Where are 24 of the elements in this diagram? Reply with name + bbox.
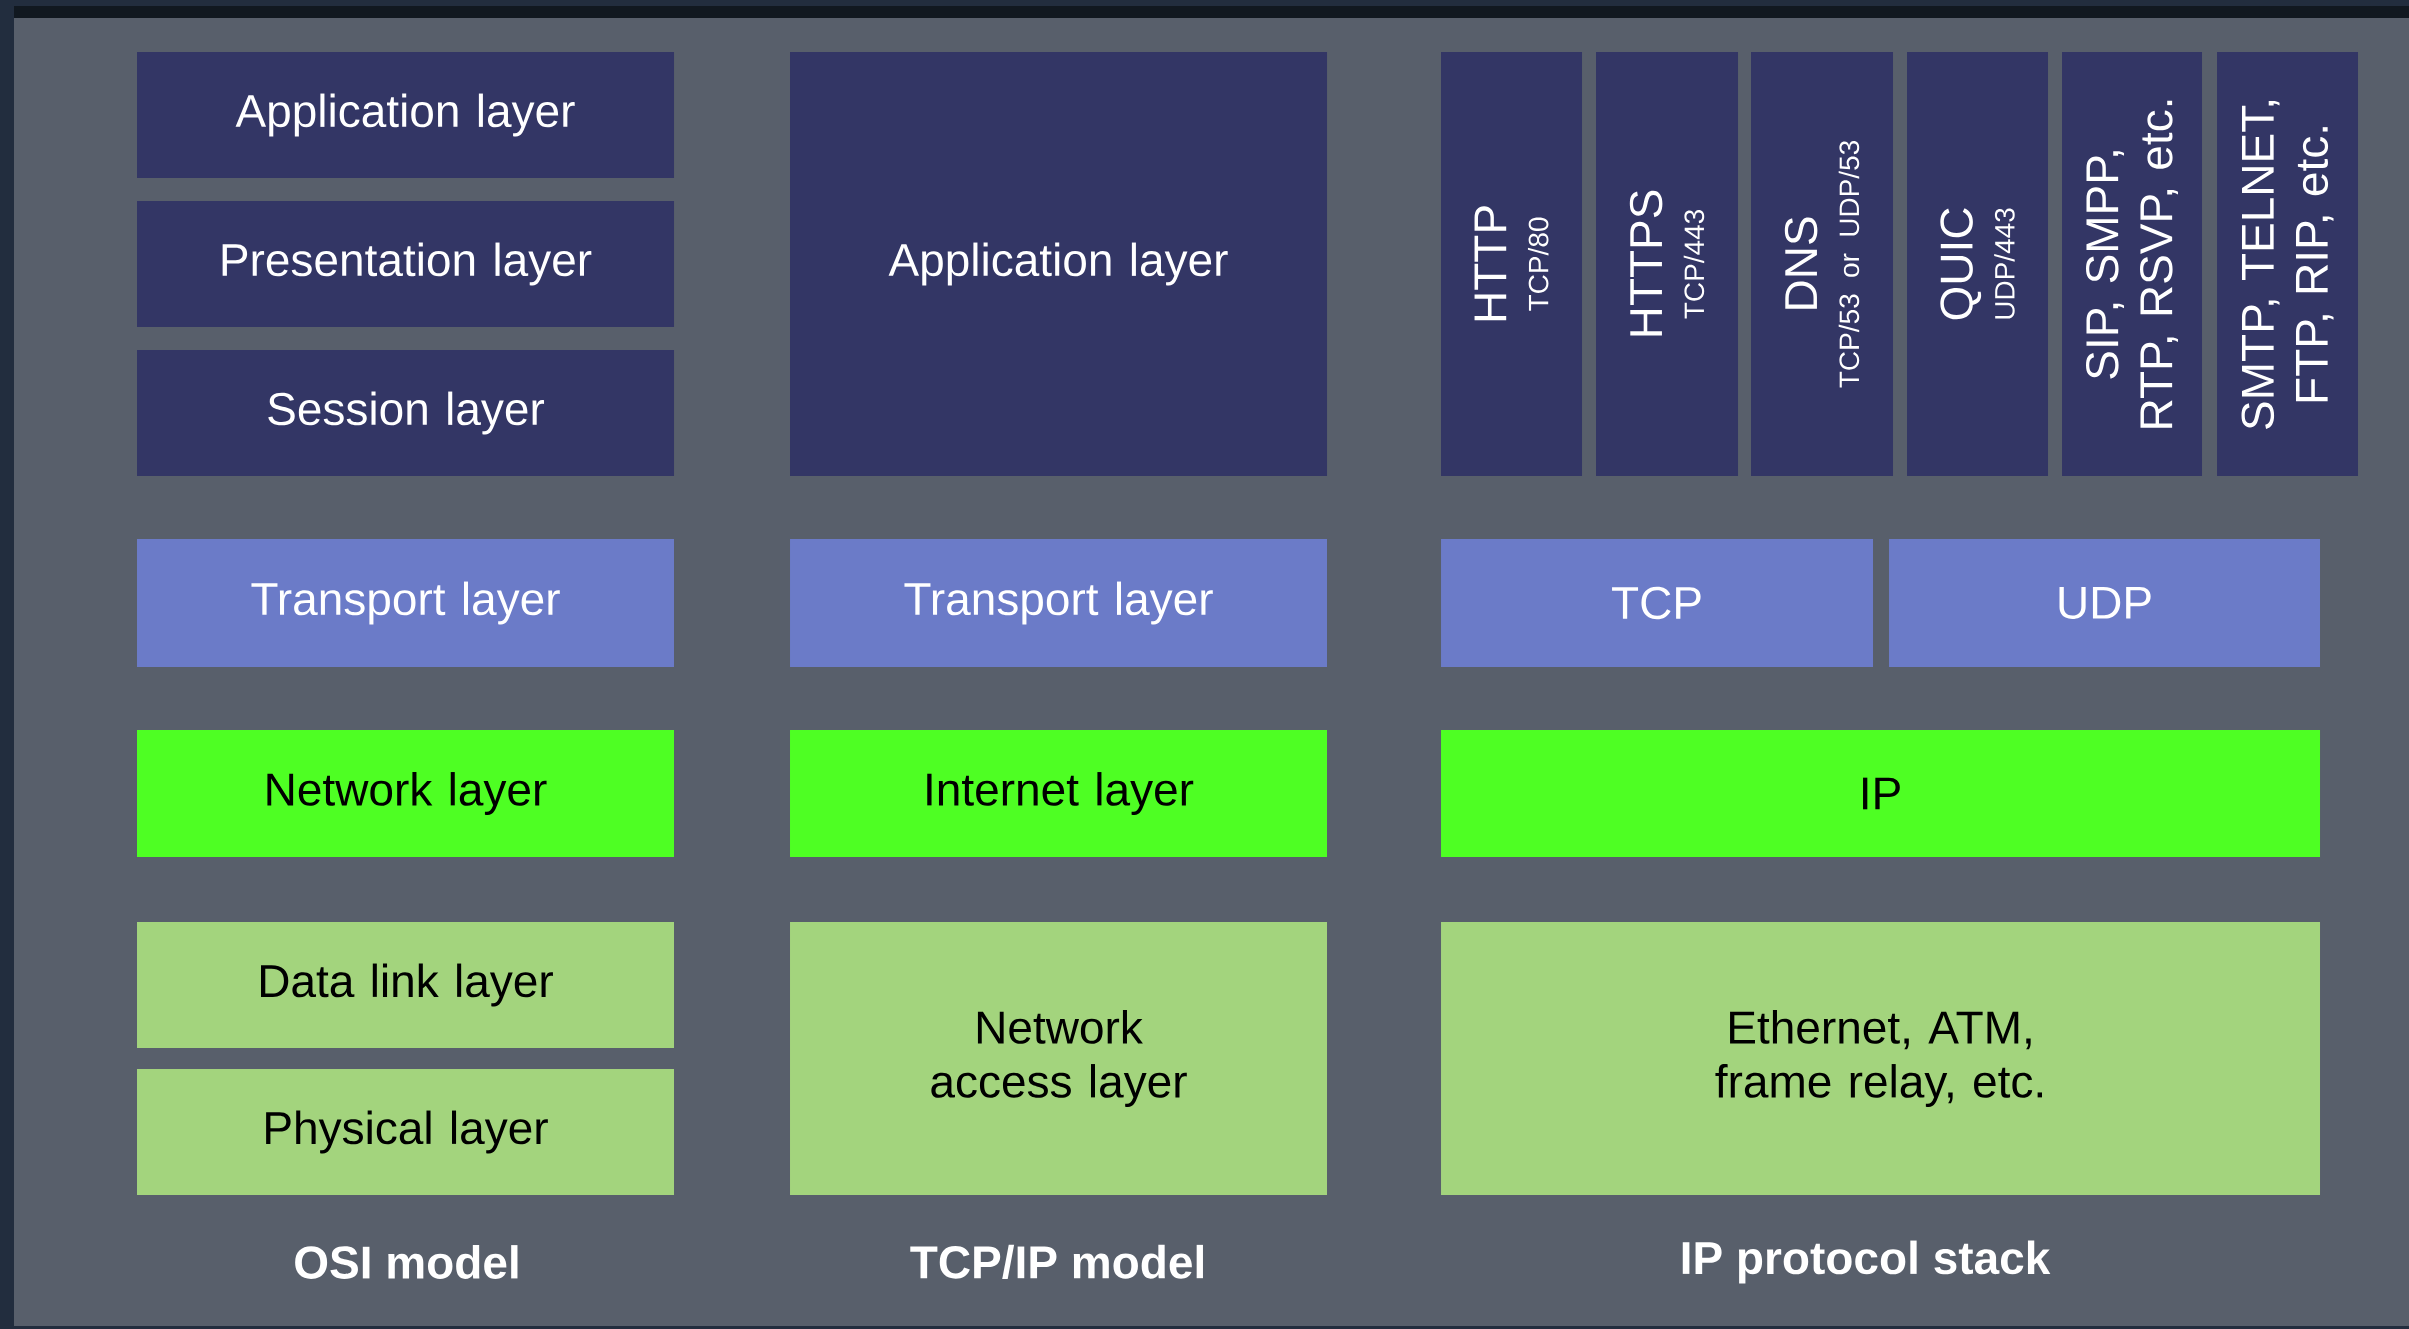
layer-box: Data link layer <box>137 922 674 1048</box>
protocol-box: DNS TCP/53 or UDP/53 <box>1751 52 1893 476</box>
layer-box: IP <box>1441 730 2320 857</box>
layer-box: Session layer <box>137 350 674 476</box>
layer-box: Transport layer <box>790 539 1327 667</box>
layer-box: TCP <box>1441 539 1873 667</box>
column-title: IP protocol stack <box>1682 1240 2051 1284</box>
layer-box: Internet layer <box>790 730 1327 857</box>
layer-box: Presentation layer <box>137 201 674 327</box>
layer-box: Network access layer <box>790 922 1327 1195</box>
layer-box: Transport layer <box>137 539 674 667</box>
protocol-box: SMTP, TELNET, FTP, RIP, etc. <box>2217 52 2358 476</box>
layer-box: Physical layer <box>137 1069 674 1195</box>
protocol-box: QUIC UDP/443 <box>1907 52 2048 476</box>
layer-box: Application layer <box>137 52 674 178</box>
protocol-box: SIP, SMPP, RTP, RSVP, etc. <box>2062 52 2202 476</box>
layer-box: Network layer <box>137 730 674 857</box>
column-title: TCP/IP model <box>910 1244 1203 1280</box>
protocol-box: HTTP TCP/80 <box>1441 52 1582 476</box>
layer-box: UDP <box>1889 539 2320 667</box>
column-title: OSI model <box>295 1245 518 1279</box>
layer-box: Ethernet, ATM, frame relay, etc. <box>1441 922 2320 1195</box>
protocol-box: HTTPS TCP/443 <box>1596 52 1738 476</box>
layer-box: Application layer <box>790 52 1327 476</box>
